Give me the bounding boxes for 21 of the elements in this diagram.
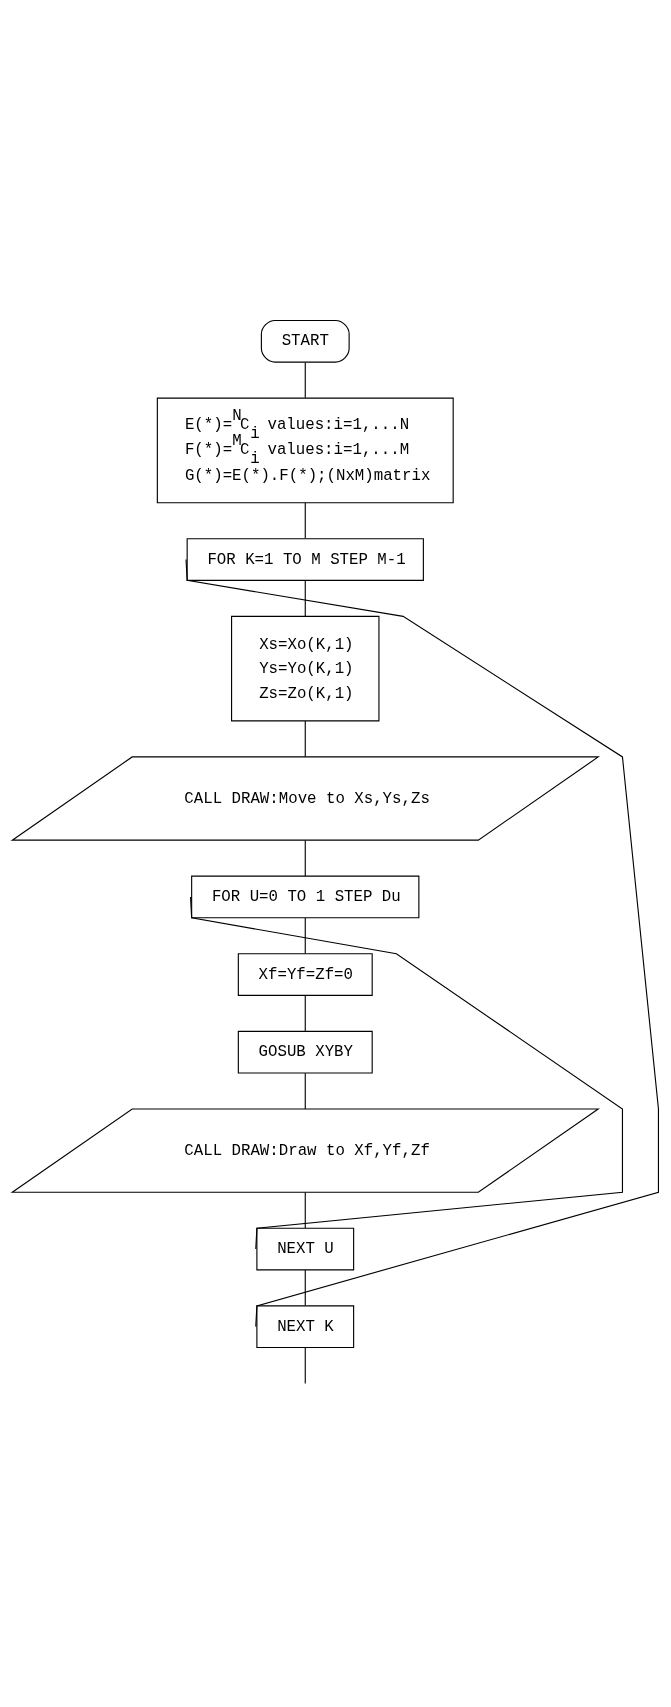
connector bbox=[189, 895, 623, 1250]
connector bbox=[304, 579, 306, 616]
node-box: Xf=Yf=Zf=0 bbox=[237, 952, 373, 996]
connector bbox=[304, 916, 306, 954]
connector bbox=[304, 1346, 306, 1384]
connector bbox=[304, 1072, 306, 1109]
connector bbox=[304, 839, 306, 876]
node-box: GOSUB XYBY bbox=[237, 1030, 373, 1074]
node-box: NEXT K bbox=[256, 1304, 355, 1348]
connector bbox=[185, 558, 659, 1327]
connector bbox=[304, 994, 306, 1032]
connector bbox=[304, 1268, 306, 1306]
node-box: NEXT U bbox=[256, 1227, 355, 1270]
node-box: START bbox=[260, 319, 350, 363]
connector bbox=[304, 719, 306, 757]
node-box: FOR K=1 TO M STEP M-1 bbox=[186, 537, 424, 581]
connector bbox=[304, 501, 306, 539]
connector bbox=[304, 1191, 306, 1229]
connector bbox=[304, 361, 306, 398]
node-box: Xs=Xo(K,1) Ys=Yo(K,1) Zs=Zo(K,1) bbox=[231, 615, 380, 721]
node-box: FOR U=0 TO 1 STEP Du bbox=[191, 875, 420, 918]
